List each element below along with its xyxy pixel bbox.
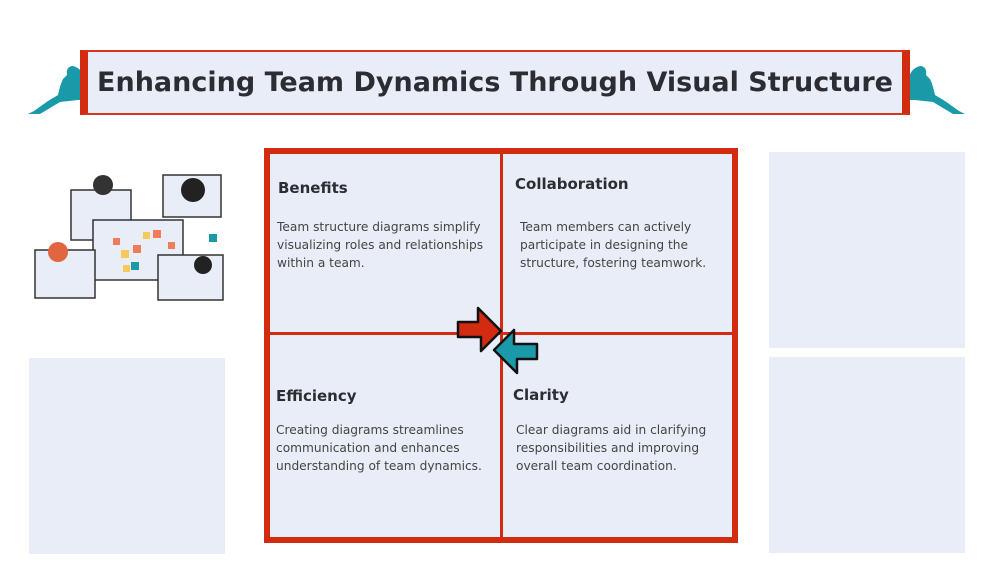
- placeholder-panel: [769, 357, 965, 553]
- quadrant-heading: Benefits: [278, 179, 348, 197]
- sitting-person-icon: [909, 66, 965, 114]
- title-banner: Enhancing Team Dynamics Through Visual S…: [80, 50, 910, 115]
- placeholder-panel: [29, 358, 225, 554]
- quadrant-text: Team members can actively participate in…: [520, 220, 707, 270]
- quadrant-heading: Clarity: [513, 386, 569, 404]
- page-title: Enhancing Team Dynamics Through Visual S…: [97, 67, 893, 98]
- divider: [266, 332, 736, 335]
- quadrant-heading: Collaboration: [515, 175, 629, 193]
- quadrant-text: Creating diagrams streamlines communicat…: [276, 423, 482, 473]
- sitting-person-icon: [28, 66, 84, 114]
- quadrant-text: Clear diagrams aid in clarifying respons…: [516, 423, 707, 473]
- team-collaboration-illustration: [34, 174, 224, 301]
- exchange-arrows-icon: [456, 306, 539, 375]
- quadrant-text: Team structure diagrams simplify visuali…: [277, 220, 484, 270]
- quadrant-heading: Efficiency: [276, 387, 357, 405]
- placeholder-panel: [769, 152, 965, 348]
